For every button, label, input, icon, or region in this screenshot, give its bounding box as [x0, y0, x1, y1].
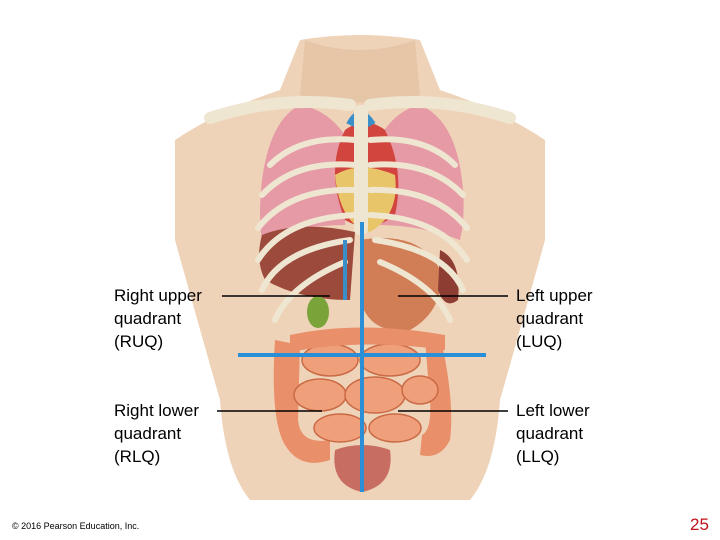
- rib-cage: [255, 136, 470, 323]
- right-clavicle: [204, 96, 356, 124]
- gallbladder: [307, 296, 329, 328]
- copyright-notice: © 2016 Pearson Education, Inc.: [12, 521, 140, 531]
- rlq-label: Right lower quadrant (RLQ): [114, 401, 200, 466]
- transverse-colon: [290, 327, 445, 352]
- page-number: 25: [690, 515, 709, 534]
- luq-label: Left upper quadrant (LUQ): [516, 286, 593, 351]
- left-clavicle: [364, 96, 516, 124]
- llq-label: Left lower quadrant (LLQ): [516, 401, 590, 466]
- large-intestine: [273, 340, 330, 463]
- neck: [300, 40, 420, 103]
- ruq-label: Right upper quadrant (RUQ): [114, 286, 202, 351]
- small-intestine: [293, 343, 439, 443]
- sternum: [354, 105, 368, 235]
